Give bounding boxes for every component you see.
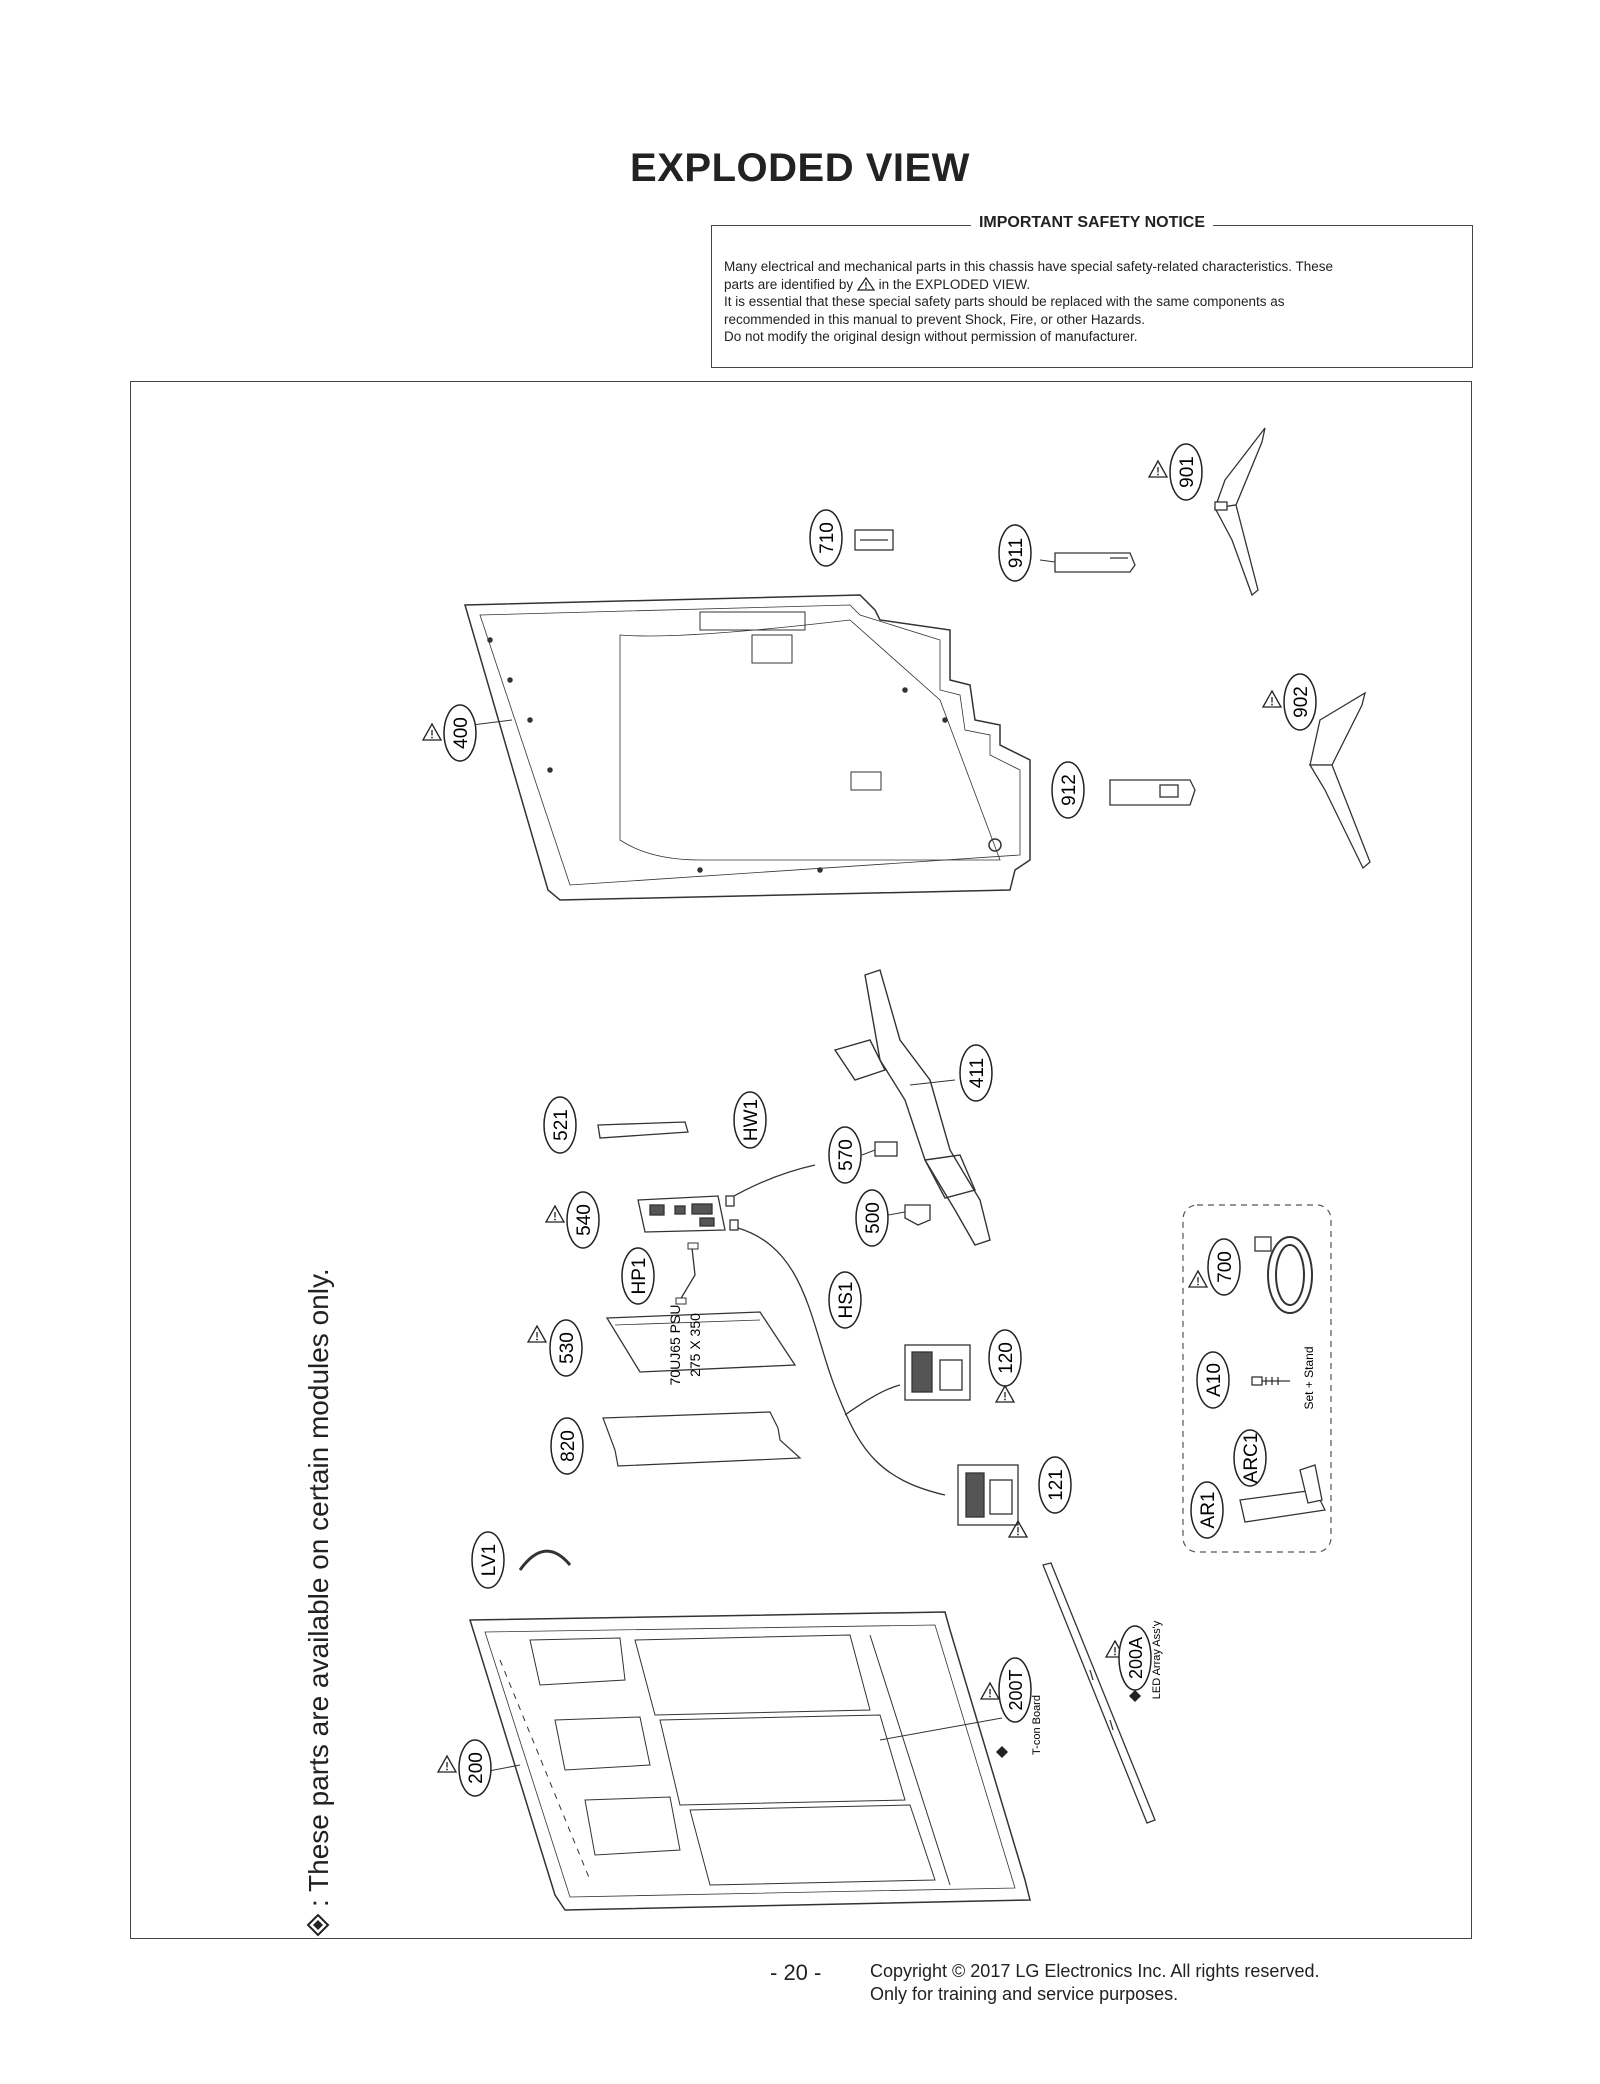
part-521 [597,1121,689,1139]
accessory-group-box [1182,1204,1332,1553]
stand-902 [1308,691,1371,870]
warning-triangle-icon [1188,1270,1208,1288]
led-array-200a [1042,1562,1156,1824]
cable-lv1 [518,1549,572,1571]
part-911 [1054,552,1136,573]
speaker-120 [904,1344,971,1401]
panel-200 [468,1611,1031,1911]
notice-line-4: recommended in this manual to prevent Sh… [724,311,1145,327]
label-400: 400 [451,717,472,749]
label-902: 902 [1291,686,1312,718]
label-200: 200 [466,1752,487,1784]
warning-triangle-icon [437,1755,457,1773]
cable-hp1 [679,1247,696,1301]
safety-notice-box: IMPORTANT SAFETY NOTICE Many electrical … [711,214,1473,368]
label-hp1: HP1 [629,1258,650,1295]
notice-line-2: parts are identified by in the EXPLODED … [724,276,1460,294]
diamond-icon [1129,1690,1141,1702]
diamond-icon [996,1746,1008,1758]
stand-901 [1213,427,1266,597]
page-title: EXPLODED VIEW [630,146,970,190]
safety-notice-body: Many electrical and mechanical parts in … [724,258,1460,346]
label-200a: 200A [1126,1637,1146,1679]
warning-triangle-icon [856,276,875,291]
label-500: 500 [863,1202,884,1234]
notice-line-1: Many electrical and mechanical parts in … [724,259,1334,274]
psu-sticker-text-1: 70UJ65 PSU [667,1305,683,1386]
label-700: 700 [1215,1251,1236,1283]
part-570 [874,1141,898,1157]
label-710: 710 [817,522,838,554]
label-570: 570 [836,1139,857,1171]
label-200t: 200T [1006,1669,1026,1710]
warning-triangle-icon [1148,460,1168,478]
warning-triangle-icon [995,1385,1015,1403]
label-820: 820 [558,1430,579,1462]
part-710 [854,529,894,551]
label-121: 121 [1046,1469,1067,1501]
label-911: 911 [1006,538,1027,568]
label-arc1: ARC1 [1241,1433,1262,1484]
copyright-line-1: Copyright © 2017 LG Electronics Inc. All… [870,1961,1320,1981]
label-521: 521 [551,1109,572,1141]
label-901: 901 [1177,456,1198,488]
label-hw1: HW1 [741,1099,762,1141]
psu-sticker-text-2: 275 X 350 [687,1313,703,1377]
label-912: 912 [1059,774,1080,806]
warning-triangle-icon [545,1205,565,1223]
notice-line-2a: parts are identified by [724,276,854,292]
part-500 [904,1204,931,1226]
warning-triangle-icon [1262,690,1282,708]
side-note: : These parts are available on certain m… [303,1268,334,1937]
label-540: 540 [574,1204,595,1236]
label-hs1: HS1 [836,1282,857,1319]
back-cover-400 [464,594,1031,901]
sheet-820 [602,1411,802,1467]
side-note-text: : These parts are available on certain m… [303,1268,334,1907]
label-lv1: LV1 [479,1544,500,1576]
cable-hs1 [737,1227,946,1496]
warning-triangle-icon [527,1325,547,1343]
remote-ar1 [1239,1464,1326,1523]
screw-a10 [1251,1376,1290,1386]
label-530: 530 [557,1332,578,1364]
page-number: - 20 - [770,1960,822,1985]
cable-hw1 [726,1164,816,1201]
label-a10: A10 [1204,1363,1225,1397]
notice-line-2b: in the EXPLODED VIEW. [878,276,1031,292]
label-120: 120 [996,1342,1017,1374]
safety-notice-title: IMPORTANT SAFETY NOTICE [970,214,1214,231]
psu-530 [605,1311,797,1373]
accessory-group-label: Set + Stand [1302,1346,1316,1409]
copyright: Copyright © 2017 LG Electronics Inc. All… [870,1960,1319,2006]
label-411: 411 [967,1058,988,1088]
power-cord-700 [1254,1236,1313,1314]
exploded-view-frame [130,381,1472,1939]
label-200a-desc: LED Array Ass'y [1151,1620,1163,1699]
part-912 [1109,779,1196,806]
copyright-line-2: Only for training and service purposes. [870,1984,1179,2004]
label-ar1: AR1 [1198,1492,1219,1529]
label-200t-desc: T-con Board [1031,1695,1043,1755]
bracket-411 [833,969,991,1246]
main-board-540 [637,1195,739,1233]
diamond-icon [306,1913,330,1937]
notice-line-5: Do not modify the original design withou… [724,329,1138,344]
warning-triangle-icon [422,723,442,741]
warning-triangle-icon [980,1682,1000,1700]
speaker-121 [957,1464,1019,1526]
notice-line-3: It is essential that these special safet… [724,294,1285,309]
